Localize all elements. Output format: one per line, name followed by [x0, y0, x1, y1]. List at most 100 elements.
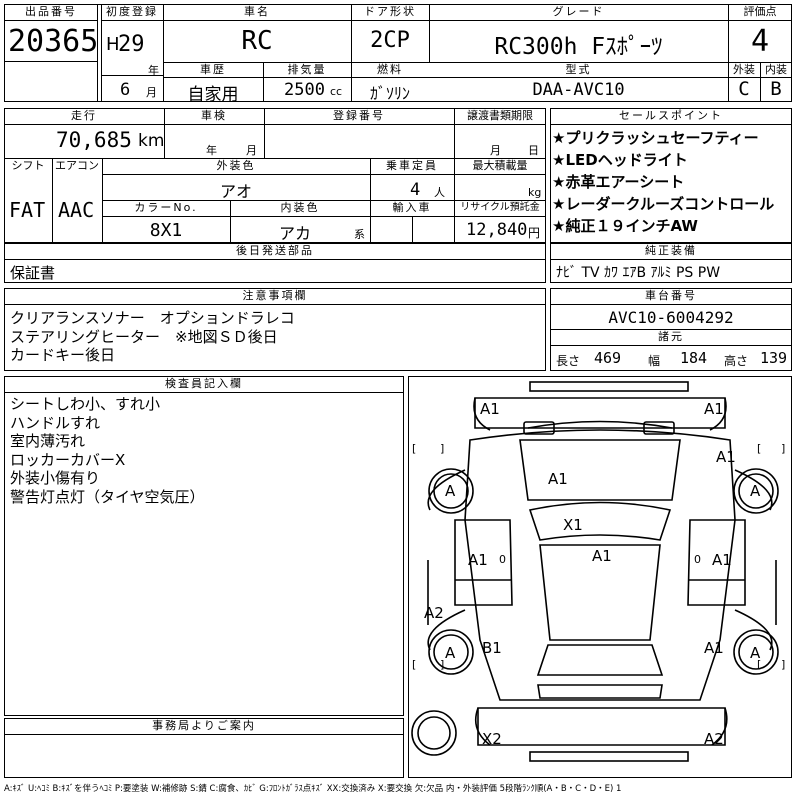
color-no: 8X1 [149, 220, 183, 241]
notes-block [4, 288, 546, 371]
mark-door-left-sub: 0 [499, 553, 506, 566]
ac: AAC [58, 198, 95, 222]
mark-top-right: A1 [704, 400, 724, 418]
width-label: 幅 [648, 354, 661, 368]
recycle-unit: 円 [528, 226, 541, 240]
lot-label: 出品番号 [25, 5, 77, 18]
svg-text:]: ] [781, 658, 785, 671]
inspector-line: ロッカーカバーX [10, 450, 126, 469]
door-type: 2CP [370, 28, 410, 53]
recycle-label: リサイクル預託金 [460, 202, 540, 213]
maxload-unit: kg [528, 186, 542, 199]
car-name-label: 車名 [244, 5, 270, 18]
sales-point-item: ★LEDヘッドライト [552, 151, 688, 169]
transfer-label: 譲渡書類期限 [467, 109, 533, 122]
svg-text:]: ] [781, 442, 785, 455]
ext-color-label: 外装色 [216, 159, 256, 172]
grade-label: グレード [552, 5, 605, 18]
grade: RC300h Fｽﾎﾟｰﾂ [494, 34, 663, 60]
year-unit: 年 [148, 64, 159, 77]
score: 4 [750, 24, 770, 59]
capacity-unit: 人 [434, 186, 445, 199]
sales-points-label: セールスポイント [619, 109, 723, 122]
chassis-number: AVC10-6004292 [608, 308, 734, 327]
mark-roof: A1 [592, 547, 612, 565]
score-label: 評価点 [743, 5, 777, 18]
inspector-list: シートしわ小、すれ小 ハンドルすれ 室内薄汚れ ロッカーカバーX 外装小傷有り … [10, 395, 205, 506]
ext-grade: C [738, 78, 750, 100]
inspection-label: 車検 [201, 109, 227, 122]
mark-bottom-right: A2 [704, 730, 724, 748]
bracket-left-top: [ [412, 442, 416, 455]
equipment-label: 純正装備 [645, 244, 697, 257]
inspector-line: 室内薄汚れ [10, 432, 86, 450]
fuel: ｶﾞｿﾘﾝ [369, 84, 410, 103]
equipment-block [550, 243, 792, 283]
transfer-day-unit: 日 [528, 144, 539, 157]
mark-hood: A1 [548, 470, 568, 488]
int-color-label: 内装色 [280, 201, 320, 214]
mileage-label: 走行 [71, 109, 97, 122]
mark-rear-left: B1 [482, 639, 502, 657]
shift: FAT [9, 198, 46, 222]
fuel-label: 燃料 [377, 63, 403, 76]
mark-wheel-fr: A [750, 482, 761, 500]
notes-list: クリアランスソナー オプションドラレコ ステアリングヒーター ※地図ＳＤ後日 カ… [10, 309, 295, 365]
int-color: アカ [278, 224, 311, 243]
reg-month: 6 [120, 80, 131, 100]
inspector-line: ハンドルすれ [10, 413, 101, 432]
reg-label: 登録番号 [333, 109, 385, 122]
lot-number: 20365 [8, 24, 99, 59]
mark-wheel-rr: A [750, 644, 761, 662]
model-label: 型式 [565, 63, 592, 76]
sales-points-block [550, 108, 792, 243]
insp-month-unit: 月 [246, 144, 257, 157]
inspector-label: 検査員記入欄 [165, 377, 243, 390]
ext-color: アオ [219, 182, 252, 201]
insp-year-unit: 年 [206, 144, 217, 157]
mark-windshield: X1 [563, 516, 583, 534]
car-name: RC [241, 26, 273, 56]
mark-wheel-rl: A [445, 644, 456, 662]
sales-point-item: ★純正１９インチAW [552, 217, 698, 235]
shift-label: シフト [11, 159, 45, 172]
history: 自家用 [187, 85, 239, 105]
mark-rear-right: A1 [704, 639, 724, 657]
parts-label: 後日発送部品 [236, 244, 314, 257]
width: 184 [680, 349, 708, 367]
ext-label: 外装 [733, 63, 755, 76]
inspector-line: 外装小傷有り [10, 469, 101, 487]
mark-right-front: A1 [716, 448, 736, 466]
office-label: 事務局よりご案内 [152, 719, 256, 732]
era: H [106, 34, 120, 55]
note-line: カードキー後日 [10, 346, 116, 364]
parts-block [4, 243, 546, 283]
chassis-label: 車台番号 [645, 289, 697, 302]
reg-year: 29 [118, 32, 145, 57]
inspector-line: シートしわ小、すれ小 [10, 395, 161, 413]
mileage-unit: km [138, 131, 165, 151]
capacity: 4 [410, 180, 421, 200]
sales-point-item: ★赤革エアーシート [552, 173, 685, 191]
transfer-month-unit: 月 [490, 144, 501, 157]
height-label: 高さ [724, 354, 749, 368]
sales-point-item: ★プリクラッシュセーフティー [552, 129, 759, 147]
car-diagram: [ ] [ ] [] [] [411, 381, 785, 762]
length: 469 [594, 349, 622, 367]
note-line: クリアランスソナー オプションドラレコ [10, 309, 295, 327]
details-block [4, 108, 546, 243]
note-line: ステアリングヒーター ※地図ＳＤ後日 [10, 327, 278, 346]
maxload-label: 最大積載量 [472, 159, 528, 172]
notes-label: 注意事項欄 [242, 289, 308, 302]
month-unit: 月 [146, 86, 157, 99]
mark-door-right-sub: 0 [694, 553, 701, 566]
import-label: 輸入車 [392, 201, 432, 214]
model-code: DAA-AVC10 [532, 80, 625, 100]
inspector-line: 警告灯点灯（タイヤ空気圧） [10, 487, 205, 506]
mileage: 70,685 [56, 128, 132, 152]
bracket-right-top: [ [757, 442, 761, 455]
parts-value: 保証書 [10, 264, 56, 282]
history-label: 車歴 [200, 63, 226, 76]
color-no-label: カラーNo. [134, 201, 198, 214]
specs-label: 諸元 [658, 330, 684, 343]
